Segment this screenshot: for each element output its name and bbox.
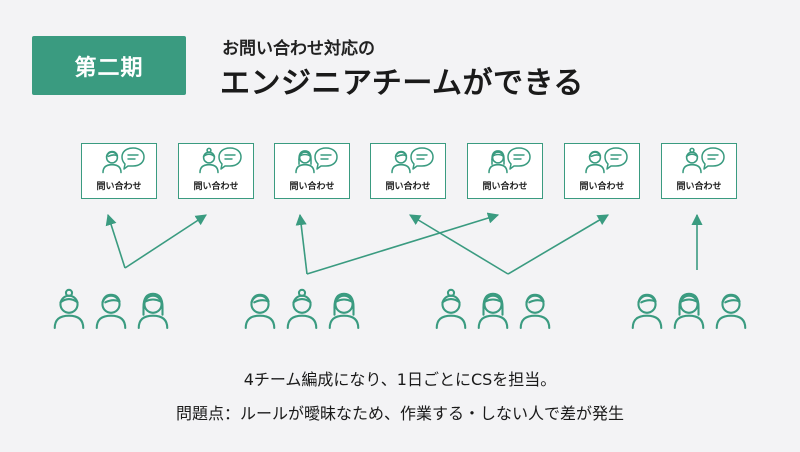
- inquiry-card: 問い合わせ: [661, 143, 737, 199]
- caption-summary: 4チーム編成になり、1日ごとにCSを担当。: [243, 370, 557, 389]
- team2-member-icon: [241, 288, 279, 334]
- inquiry-card-label: 問い合わせ: [676, 182, 722, 192]
- inquiry-card: 問い合わせ: [467, 143, 543, 199]
- team3-member-icon: [432, 288, 470, 334]
- team4-member-icon: [670, 288, 708, 334]
- team1-member-icon: [92, 288, 130, 334]
- team1-member-icon: [50, 288, 88, 334]
- team2-member-icon: [325, 288, 363, 334]
- inquiry-card: 問い合わせ: [178, 143, 254, 199]
- arrow-team2-card3: [295, 213, 308, 275]
- page-title: エンジニアチームができる: [220, 66, 584, 101]
- team1-member-icon: [134, 288, 172, 334]
- arrow-team1-card2: [124, 214, 207, 269]
- subtitle: お問い合わせ対応の: [222, 39, 375, 59]
- arrow-team3-card6: [507, 214, 609, 275]
- team3-member-icon: [474, 288, 512, 334]
- inquiry-card: 問い合わせ: [564, 143, 640, 199]
- arrow-team1-card1: [105, 213, 126, 269]
- inquiry-card: 問い合わせ: [81, 143, 157, 199]
- inquiry-card-label: 問い合わせ: [193, 182, 239, 192]
- phase-badge: 第二期: [32, 36, 186, 95]
- inquiry-card-label: 問い合わせ: [482, 182, 528, 192]
- team4-member-icon: [712, 288, 750, 334]
- team3-member-icon: [516, 288, 554, 334]
- inquiry-card: 問い合わせ: [274, 143, 350, 199]
- inquiry-card-label: 問い合わせ: [289, 182, 335, 192]
- caption-problem: 問題点：ルールが曖昧なため、作業する・しない人で差が発生: [175, 404, 624, 423]
- inquiry-card: 問い合わせ: [370, 143, 446, 199]
- inquiry-card-label: 問い合わせ: [96, 182, 142, 192]
- team2-member-icon: [283, 288, 321, 334]
- arrow-team2-card5: [306, 212, 500, 275]
- arrow-team3-card4: [409, 214, 509, 275]
- inquiry-card-label: 問い合わせ: [579, 182, 625, 192]
- team4-member-icon: [628, 288, 666, 334]
- inquiry-card-label: 問い合わせ: [385, 182, 431, 192]
